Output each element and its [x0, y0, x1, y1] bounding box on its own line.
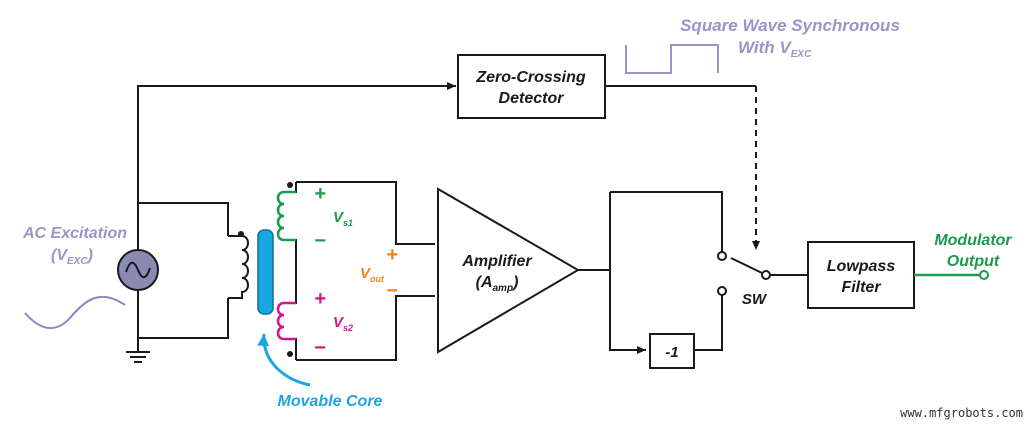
excitation-wave-icon [24, 295, 126, 329]
vs2-minus: − [314, 337, 326, 359]
movable-core: Movable Core [257, 229, 383, 410]
vs1-top-wire [296, 181, 435, 245]
modulator-output-label-1: Modulator [934, 232, 1012, 249]
vs2-label: Vs2 [333, 314, 353, 333]
lower-path-wire [609, 192, 646, 354]
square-wave-annotation: Square Wave Synchronous With VEXC [625, 16, 900, 74]
switch-contact-lower-icon [717, 286, 727, 296]
movable-core-label: Movable Core [278, 393, 383, 410]
vs1-minus: − [314, 230, 326, 252]
output-terminal-icon [979, 270, 989, 280]
switch-label: SW [742, 291, 768, 308]
primary-dot-icon [238, 231, 244, 237]
vs1-plus: + [314, 183, 326, 205]
amplifier: Amplifier (Aamp) [437, 187, 580, 354]
demodulator [578, 191, 808, 369]
amplifier-label: Amplifier [461, 253, 532, 270]
secondary-2-dot-icon [287, 351, 293, 357]
ground-icon [126, 338, 150, 363]
square-wave-label-line2: With VEXC [738, 38, 812, 60]
lowpass-box [807, 241, 915, 309]
amplifier-triangle-icon [437, 187, 580, 354]
primary-gap [220, 236, 242, 298]
switch-pivot-icon [761, 270, 771, 280]
invert-box [649, 333, 695, 369]
zero-crossing-detector: Zero-Crossing Detector [457, 54, 606, 119]
invert-label: -1 [665, 344, 678, 361]
secondary-coil-1-icon [276, 190, 296, 242]
modulator-output-label-2: Output [947, 253, 1000, 270]
secondary-1-dot-icon [287, 182, 293, 188]
reference-wire [137, 82, 456, 203]
core-pointer-arrow [257, 333, 311, 387]
secondary-coil-2-icon [276, 301, 296, 341]
square-wave-icon [625, 44, 719, 74]
zero-crossing-label-2: Detector [499, 90, 565, 107]
modulator-output: Modulator Output [914, 232, 1012, 280]
lowpass-label-2: Filter [841, 279, 881, 296]
zero-crossing-label-1: Zero-Crossing [475, 69, 586, 86]
vout-label: Vout [360, 265, 385, 284]
secondary-wire [277, 182, 297, 360]
switch-contact-upper-icon [717, 251, 727, 261]
upper-path-wire [610, 191, 723, 252]
vexc-label: (VEXC) [51, 247, 93, 267]
switch-icon [730, 257, 763, 274]
vs2-bottom-wire [296, 295, 435, 361]
movable-core-icon [257, 229, 274, 315]
primary-coil-icon [228, 235, 249, 299]
vs1-label: Vs1 [333, 209, 353, 228]
aamp-label: (Aamp) [476, 274, 519, 294]
primary-circuit [117, 202, 249, 363]
lowpass-filter: Lowpass Filter [807, 241, 915, 309]
vs2-plus: + [314, 288, 326, 310]
reference-path [137, 82, 760, 250]
secondary-circuit: + Vs1 − + Vs2 − + Vout − [276, 181, 435, 361]
source-sine-symbol [125, 261, 151, 279]
zero-crossing-box [457, 54, 606, 119]
invert-output-wire [694, 295, 723, 351]
ac-excitation-label: AC Excitation [22, 225, 127, 242]
ac-excitation-annotation: AC Excitation (VEXC) [22, 225, 127, 329]
vout-plus: + [386, 244, 398, 266]
square-wave-label: Square Wave Synchronous [680, 16, 900, 35]
primary-loop-wire [137, 202, 229, 339]
watermark-text: www.mfgrobots.com [900, 406, 1023, 420]
vout-minus: − [386, 280, 398, 302]
lowpass-label-1: Lowpass [827, 258, 896, 275]
